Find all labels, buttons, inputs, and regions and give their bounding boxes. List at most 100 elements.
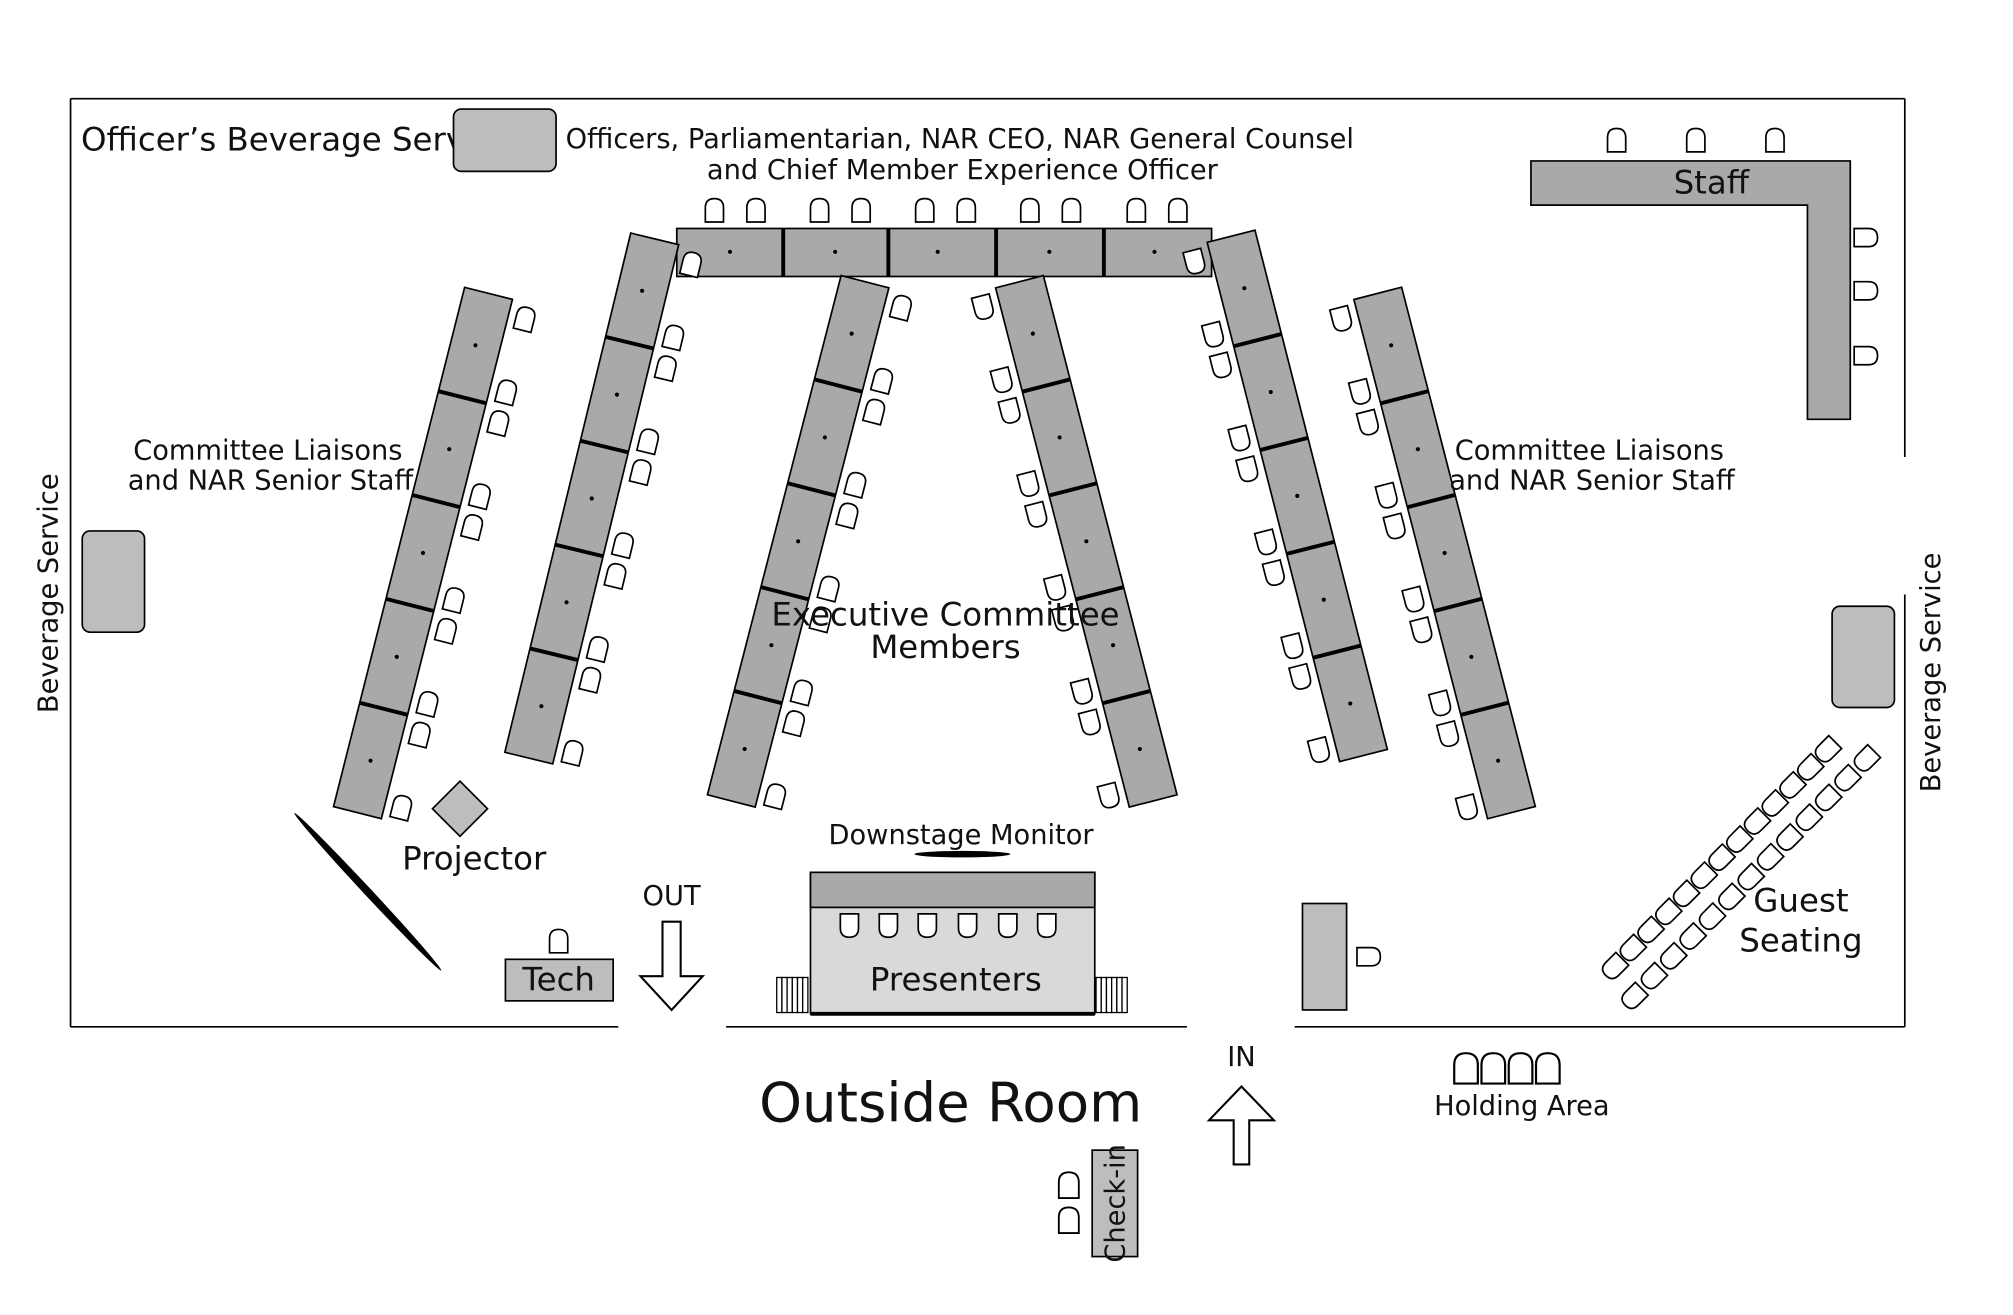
chair bbox=[997, 396, 1023, 426]
chair bbox=[1077, 708, 1103, 738]
table-center-dot bbox=[1295, 493, 1300, 498]
chair bbox=[1347, 377, 1373, 407]
table-divider bbox=[813, 377, 863, 394]
stair-step bbox=[1100, 976, 1108, 1014]
holding-area-chairs bbox=[1453, 1052, 1561, 1085]
guest-chair bbox=[1714, 882, 1746, 914]
table-center-dot bbox=[1084, 539, 1089, 544]
table-divider bbox=[385, 596, 435, 613]
guest-chair bbox=[1637, 961, 1669, 993]
table-divider bbox=[437, 389, 487, 406]
chair bbox=[1355, 408, 1381, 438]
chair bbox=[560, 738, 586, 767]
table-row-4 bbox=[970, 274, 1179, 811]
chair bbox=[762, 781, 789, 811]
table-row-5 bbox=[1182, 229, 1389, 765]
table-row-1 bbox=[332, 286, 538, 822]
table-row-6 bbox=[1328, 286, 1537, 823]
stair-step bbox=[791, 976, 799, 1014]
beverage-left-label: Beverage Service bbox=[34, 473, 65, 713]
chair bbox=[1409, 616, 1435, 646]
chair bbox=[389, 793, 415, 822]
head-table bbox=[675, 227, 1213, 278]
exec-label-line2: Members bbox=[870, 628, 1020, 666]
table-divider bbox=[1406, 493, 1456, 510]
chair bbox=[661, 322, 687, 352]
chair bbox=[1427, 689, 1454, 719]
liaisons-left-line1: Committee Liaisons bbox=[133, 436, 402, 467]
chair bbox=[1227, 424, 1253, 454]
table-divider bbox=[605, 334, 654, 351]
table-divider bbox=[579, 438, 629, 455]
downstage-monitor-label: Downstage Monitor bbox=[829, 820, 1095, 851]
chair bbox=[1454, 793, 1480, 823]
stage-stairs-left bbox=[776, 976, 809, 1014]
chair bbox=[1069, 677, 1095, 707]
table-center-dot bbox=[1137, 746, 1142, 752]
guest-chair bbox=[1811, 783, 1843, 815]
table-center-dot bbox=[1057, 435, 1062, 440]
holding-area-label: Holding Area bbox=[1434, 1091, 1610, 1122]
chair bbox=[415, 689, 441, 718]
table-center-dot bbox=[640, 288, 645, 293]
table-center-dot bbox=[564, 600, 569, 605]
exec-label-line1: Executive Committee bbox=[771, 596, 1119, 634]
chair bbox=[1235, 455, 1261, 485]
table-center-dot bbox=[473, 343, 478, 348]
table-center-dot bbox=[769, 643, 774, 648]
out-label: OUT bbox=[643, 881, 701, 912]
guest-chair bbox=[1772, 823, 1804, 855]
chair bbox=[493, 377, 519, 407]
table-divider bbox=[1259, 435, 1309, 452]
beverage-right-table bbox=[1831, 605, 1896, 709]
guest-chair bbox=[1792, 803, 1824, 835]
table-center-dot bbox=[1321, 597, 1326, 602]
presenters-label: Presenters bbox=[870, 960, 1042, 998]
stair-step bbox=[1116, 976, 1123, 1014]
chair bbox=[1096, 781, 1122, 811]
table-center-dot bbox=[539, 704, 544, 709]
table-divider bbox=[760, 585, 810, 602]
stair-step bbox=[1121, 976, 1128, 1014]
table-center-dot bbox=[1469, 654, 1474, 659]
table-center-dot bbox=[796, 539, 801, 544]
table-divider bbox=[1102, 689, 1151, 706]
officers-label-line2: and Chief Member Experience Officer bbox=[707, 155, 1219, 186]
tech-table bbox=[504, 958, 615, 1002]
tech-label: Tech bbox=[521, 960, 595, 998]
table-divider bbox=[554, 542, 604, 559]
table-center-dot bbox=[614, 392, 620, 397]
presenters-table bbox=[809, 871, 1096, 909]
table-center-dot bbox=[1389, 343, 1394, 348]
projector-label: Projector bbox=[402, 840, 547, 878]
chair bbox=[578, 665, 604, 694]
chair bbox=[441, 585, 467, 615]
table-center-dot bbox=[1415, 447, 1420, 452]
table-divider bbox=[1048, 481, 1098, 498]
table-divider bbox=[1380, 389, 1429, 406]
chair bbox=[789, 677, 815, 707]
liaisons-right-line2: and NAR Senior Staff bbox=[1449, 465, 1736, 496]
chair bbox=[861, 396, 888, 426]
table-center-dot bbox=[742, 746, 747, 752]
table-divider bbox=[1233, 332, 1282, 349]
table-row-3 bbox=[706, 274, 914, 811]
stair-step bbox=[802, 976, 809, 1014]
table-center-dot bbox=[420, 550, 426, 556]
table-center-dot bbox=[1030, 331, 1035, 336]
downstage-monitor bbox=[914, 850, 1011, 858]
room-walls bbox=[69, 97, 1906, 1028]
guest-chair bbox=[1753, 842, 1785, 874]
chair bbox=[628, 457, 654, 487]
check-in-chair-1 bbox=[1057, 1171, 1080, 1199]
chair bbox=[433, 616, 459, 645]
chair bbox=[1253, 528, 1279, 558]
chair bbox=[1401, 585, 1427, 615]
staff-label: Staff bbox=[1674, 163, 1750, 201]
guest-label-line1: Guest bbox=[1753, 881, 1848, 919]
table-row-2 bbox=[503, 232, 704, 767]
table-divider bbox=[787, 481, 836, 498]
tech-chair bbox=[548, 928, 569, 954]
staff-table bbox=[1530, 160, 1852, 421]
chair bbox=[486, 408, 512, 438]
